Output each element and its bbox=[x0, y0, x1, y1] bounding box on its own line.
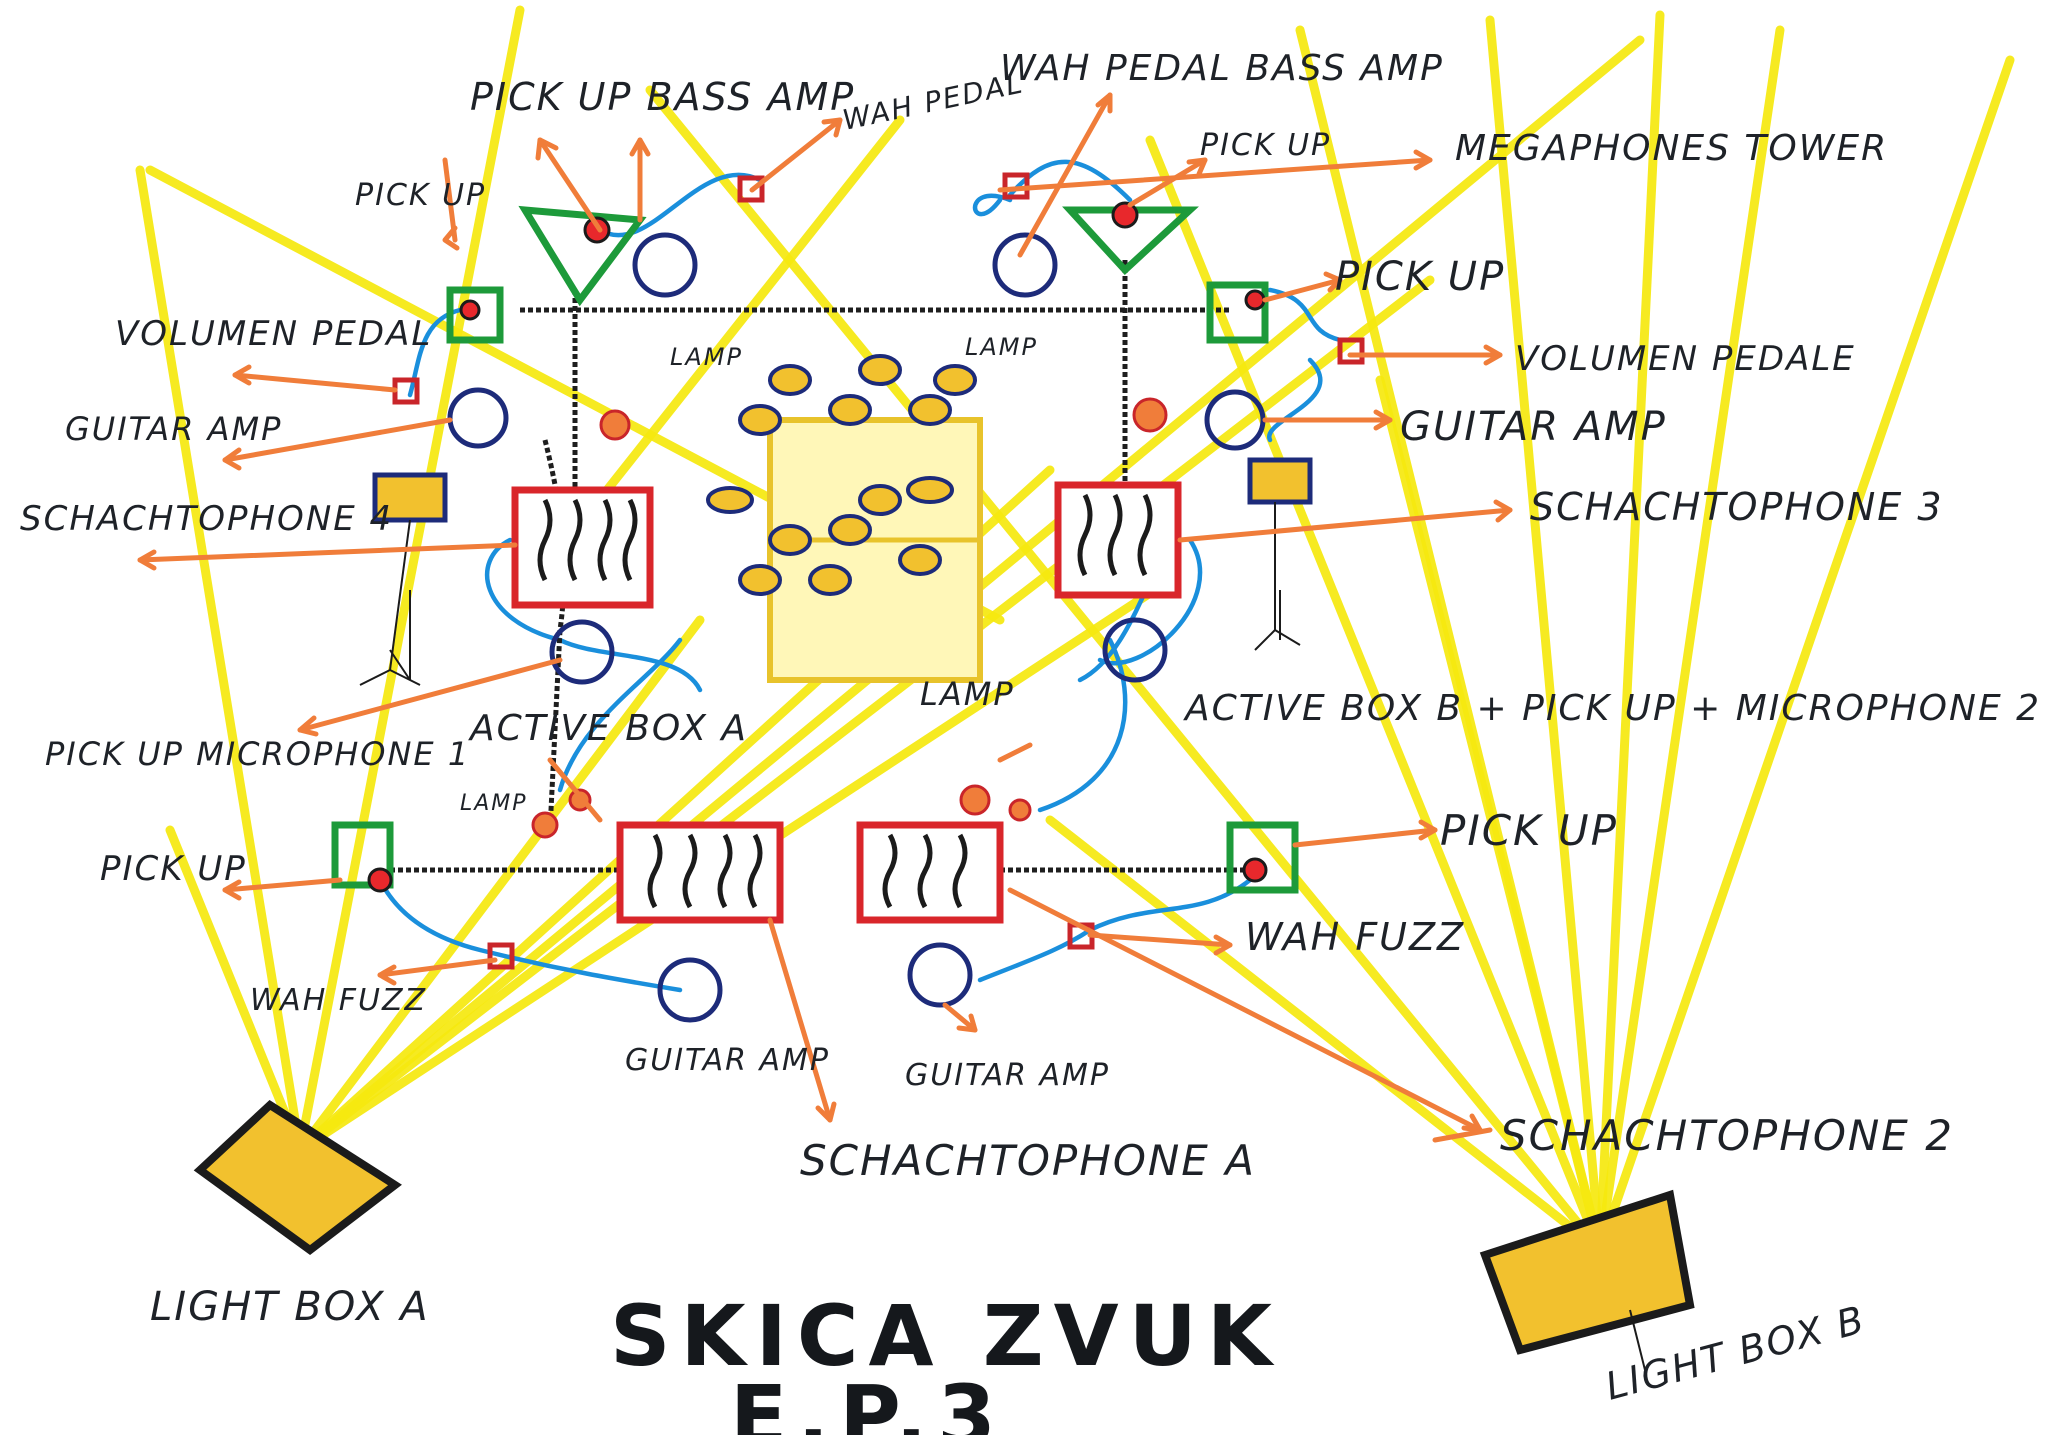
label-active-box-a: ACTIVE BOX A bbox=[468, 708, 748, 749]
label-lamp-left: LAMP bbox=[670, 343, 743, 371]
label-schachtophone-2: SCHACHTOPHONE 2 bbox=[1500, 1111, 1954, 1160]
label-pick-up-right: PICK UP bbox=[1335, 254, 1505, 300]
table-objects bbox=[706, 354, 977, 596]
label-pick-up-microphone-1: PICK UP MICROPHONE 1 bbox=[45, 735, 470, 773]
label-megaphones-tower: MEGAPHONES TOWER bbox=[1455, 128, 1888, 169]
label-guitar-amp-left: GUITAR AMP bbox=[65, 410, 282, 448]
title-line-1: SKICA ZVUK bbox=[610, 1287, 1282, 1385]
central-table bbox=[706, 354, 983, 683]
pickup-squares bbox=[331, 281, 1299, 894]
active-box-coils bbox=[537, 493, 1153, 909]
lamps bbox=[531, 397, 1168, 839]
label-wah-pedal-bass-amp: WAH PEDAL BASS AMP bbox=[1000, 48, 1444, 89]
label-pick-up-top-right: PICK UP bbox=[1200, 128, 1331, 163]
light-box-b-beams bbox=[645, 10, 2015, 1255]
label-lamp-center: LAMP bbox=[920, 675, 1015, 713]
pickup-triangle-right bbox=[1062, 201, 1199, 275]
bass-amp-circles bbox=[632, 232, 1058, 298]
label-light-box-a: LIGHT BOX A bbox=[150, 1284, 430, 1330]
label-schachtophone-a: SCHACHTOPHONE A bbox=[800, 1136, 1256, 1185]
label-pick-up-lower-right: PICK UP bbox=[1440, 806, 1618, 855]
label-pick-up-lower-left: PICK UP bbox=[100, 849, 247, 889]
label-pick-up-top-left: PICK UP bbox=[355, 178, 486, 213]
label-lamp-box-a: LAMP bbox=[460, 791, 528, 816]
label-active-box-b: ACTIVE BOX B + PICK UP + MICROPHONE 2 bbox=[1183, 688, 2041, 729]
label-guitar-amp-bottom-right: GUITAR AMP bbox=[905, 1058, 1110, 1093]
signal-arrows bbox=[137, 92, 1513, 1143]
title-block: SKICA ZVUK E.P.3 bbox=[610, 1287, 1282, 1435]
label-pickup-bass-amp-left: PICK UP BASS AMP bbox=[470, 75, 855, 119]
label-guitar-amp-right: GUITAR AMP bbox=[1400, 404, 1667, 450]
label-guitar-amp-bottom-left: GUITAR AMP bbox=[625, 1043, 830, 1078]
light-box-a bbox=[193, 1099, 402, 1255]
label-volume-pedal-left: VOLUMEN PEDAL bbox=[115, 314, 432, 354]
label-volume-pedal-right: VOLUMEN PEDALE bbox=[1515, 339, 1856, 379]
label-schachtophone-3: SCHACHTOPHONE 3 bbox=[1530, 485, 1944, 529]
schachtophone-stands bbox=[359, 457, 1313, 686]
title-line-2: E.P.3 bbox=[730, 1367, 1006, 1435]
pickup-triangle-left bbox=[518, 205, 647, 307]
light-box-b bbox=[1479, 1189, 1695, 1371]
label-schachtophone-4: SCHACHTOPHONE 4 bbox=[20, 499, 393, 539]
label-lamp-right: LAMP bbox=[965, 333, 1038, 361]
label-wah-fuzz-right: WAH FUZZ bbox=[1245, 915, 1465, 959]
label-wah-pedal: WAH PEDAL bbox=[840, 66, 1027, 137]
label-wah-fuzz-left: WAH FUZZ bbox=[250, 983, 427, 1018]
